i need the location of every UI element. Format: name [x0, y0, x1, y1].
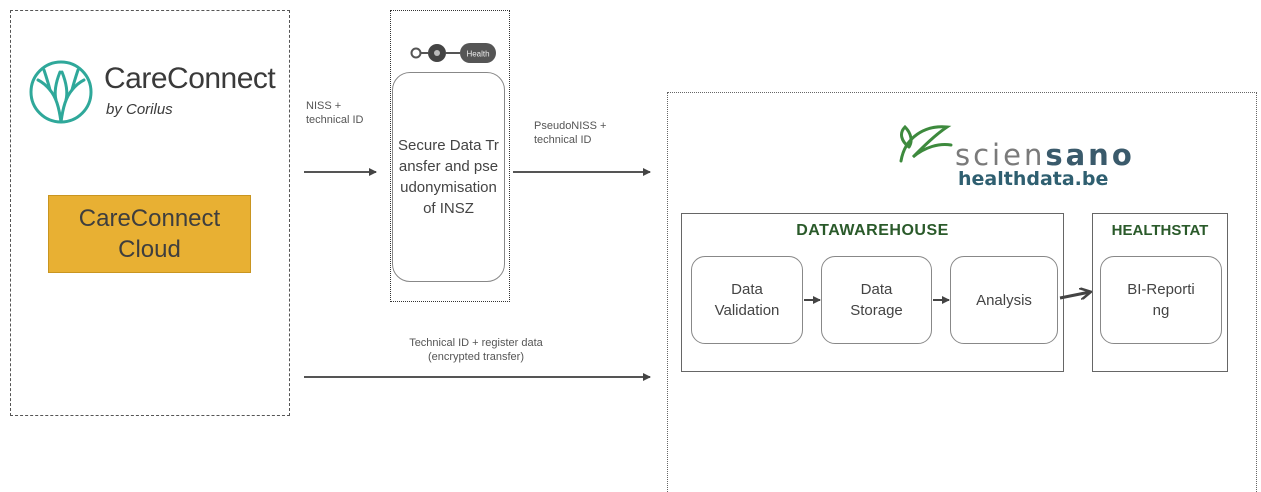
step-bi-reporting-label: BI-Reporting [1127, 281, 1195, 319]
register-flow-label: Technical ID + register data (encrypted … [386, 336, 566, 364]
sciensano-leaf-icon [899, 124, 953, 163]
healthdata-wordmark: healthdata.be [958, 168, 1109, 190]
register-flow-label-line2: (encrypted transfer) [428, 351, 524, 363]
step-data-storage-label: Data Storage [850, 281, 903, 319]
register-flow-label-line1: Technical ID + register data [409, 337, 543, 349]
datawarehouse-title: DATAWAREHOUSE [796, 222, 949, 239]
sciensano-wordmark-bold: sano [1045, 138, 1135, 172]
careconnect-cloud-box: CareConnect Cloud [48, 195, 251, 273]
step-data-storage: Data Storage [821, 256, 932, 344]
secure-transfer-label: Secure Data Transfer and pseudonymisatio… [398, 137, 499, 217]
arrow-analysis-healthstat [1059, 292, 1090, 298]
careconnect-subtitle: by Corilus [106, 101, 173, 118]
step-analysis: Analysis [950, 256, 1058, 344]
ehealth-logo-text: Health [466, 50, 489, 59]
careconnect-cloud-label: CareConnect Cloud [78, 205, 221, 263]
step-bi-reporting: BI-Reporting [1100, 256, 1222, 344]
careconnect-tree-icon [29, 60, 93, 124]
careconnect-title: CareConnect [104, 62, 276, 95]
sciensano-panel [667, 92, 1257, 492]
sciensano-wordmark: sciensano [955, 138, 1135, 172]
careconnect-panel [10, 10, 290, 416]
step-data-validation-label: Data Validation [714, 281, 780, 319]
datawarehouse-box [681, 213, 1064, 372]
pseudo-flow-label: PseudoNISS + technical ID [534, 120, 607, 146]
ehealth-logo-icon: Health [410, 43, 496, 63]
sciensano-wordmark-light: scien [955, 138, 1046, 172]
secure-transfer-panel [390, 10, 510, 302]
niss-flow-label: NISS + technical ID [306, 100, 364, 126]
secure-transfer-box: Secure Data Transfer and pseudonymisatio… [392, 72, 505, 282]
healthstat-title: HEALTHSTAT [1111, 222, 1209, 239]
step-data-validation: Data Validation [691, 256, 803, 344]
step-analysis-label: Analysis [976, 291, 1032, 309]
